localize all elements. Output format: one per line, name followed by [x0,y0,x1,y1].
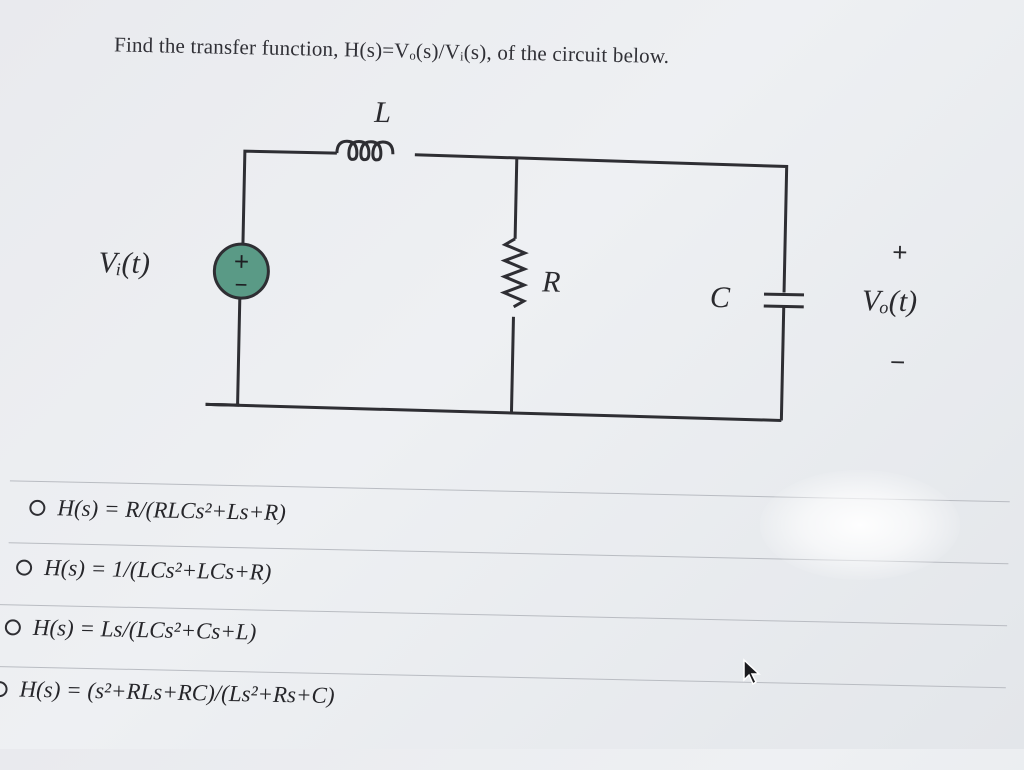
option-2[interactable]: H(s) = 1/(LCs²+LCs+R) [15,554,272,585]
resistor-label: R [541,265,561,298]
inductor-symbol [335,139,395,162]
option-2-label: H(s) = 1/(LCs²+LCs+R) [43,555,272,585]
radio-button-2[interactable] [15,559,33,576]
output-plus-sign: + [892,237,908,267]
wire-resistor-bottom [509,316,515,413]
wire-resistor-top [513,158,519,239]
circuit-diagram: + − L R C Vᵢ(t) + Vₒ(t) − [98,96,918,422]
option-4[interactable]: H(s) = (s²+RLs+RC)/(Ls²+Rs+C) [0,676,335,709]
capacitor-plate-top [763,292,805,297]
source-plus-sign: + [234,246,250,276]
option-4-label: H(s) = (s²+RLs+RC)/(Ls²+Rs+C) [19,676,335,709]
voltage-source-symbol [212,242,270,300]
source-minus-sign: − [234,272,247,297]
capacitor-label: C [710,281,732,314]
source-label: Vᵢ(t) [98,246,150,280]
wire-bottom [205,402,782,422]
wire-left-bottom-link [205,402,240,407]
radio-button-1[interactable] [29,499,46,517]
option-3[interactable]: H(s) = Ls/(LCs²+Cs+L) [4,614,257,645]
wire-top [414,153,789,293]
output-label: Vₒ(t) [862,284,918,318]
inductor-label: L [373,96,391,129]
output-minus-sign: − [890,347,906,377]
wire-left-top [241,149,337,244]
radio-button-4[interactable] [0,680,8,698]
mouse-pointer-icon [743,658,761,686]
option-1-label: H(s) = R/(RLCs²+Ls+R) [57,495,287,526]
option-3-label: H(s) = Ls/(LCs²+Cs+L) [32,614,257,645]
radio-button-3[interactable] [4,619,22,636]
wire-capacitor-bottom [779,306,786,421]
resistor-symbol [499,237,529,309]
option-1[interactable]: H(s) = R/(RLCs²+Ls+R) [29,495,286,526]
wire-left-bottom [205,297,242,407]
